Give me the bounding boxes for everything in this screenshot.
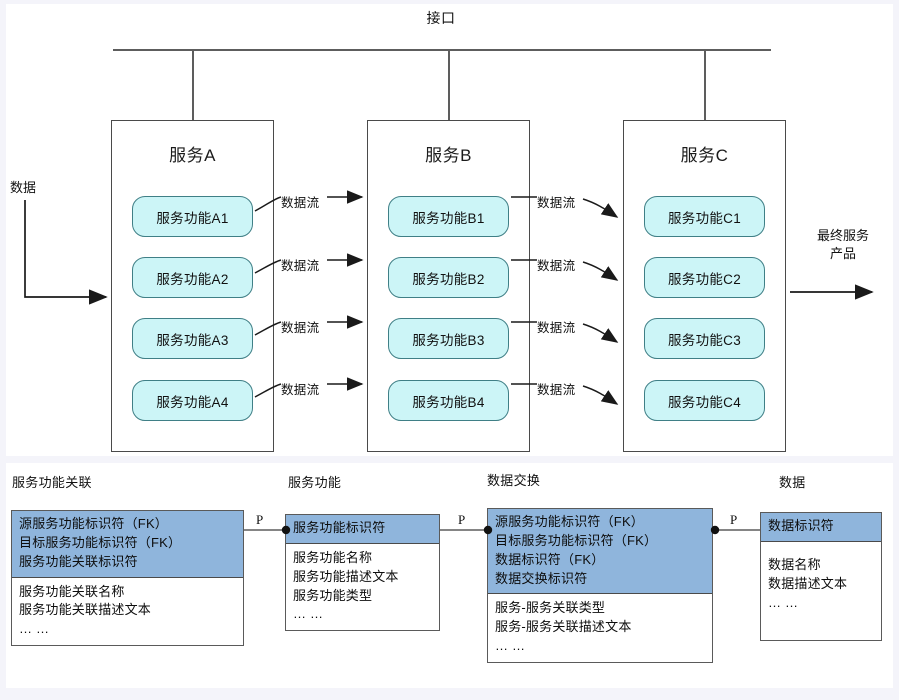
entity-1-key-2: 服务功能关联标识符	[19, 553, 138, 569]
entity-4-key-section: 数据标识符	[761, 513, 881, 542]
service-function-b2-label: 服务功能B2	[412, 271, 485, 287]
service-c-title: 服务C	[680, 146, 729, 165]
output-product-label-line2: 产品	[829, 246, 856, 261]
entity-4-attr-2: … …	[768, 594, 799, 610]
entity-3-attr-section: 服务-服务关联类型 服务-服务关联描述文本 … …	[488, 594, 712, 662]
entity-service-function[interactable]: 服务功能标识符 服务功能名称 服务功能描述文本 服务功能类型 … …	[285, 514, 440, 632]
entity-1-key-1: 目标服务功能标识符（FK）	[19, 534, 182, 550]
output-product-label-line1: 最终服务	[816, 228, 869, 243]
flow-label-ab-3: 数据流	[281, 321, 320, 335]
entity-1-attr-2: … …	[19, 621, 50, 637]
input-data-label: 数据	[10, 180, 37, 195]
flow-label-bc-3: 数据流	[537, 321, 576, 335]
entity-4-attr-section: 数据名称 数据描述文本 … …	[761, 542, 881, 641]
service-function-c2[interactable]: 服务功能C2	[644, 257, 765, 298]
entity-2-attr-section: 服务功能名称 服务功能描述文本 服务功能类型 … …	[286, 544, 439, 630]
service-function-a1-label: 服务功能A1	[156, 210, 229, 226]
entity-3-attr-1: 服务-服务关联描述文本	[495, 619, 632, 635]
service-function-a2-label: 服务功能A2	[156, 271, 229, 287]
entity-2-key-section: 服务功能标识符	[286, 515, 439, 544]
interface-drop-line-b	[448, 49, 450, 120]
entity-data-exchange[interactable]: 源服务功能标识符（FK） 目标服务功能标识符（FK） 数据标识符（FK） 数据交…	[487, 508, 713, 663]
interface-bus-line	[113, 49, 771, 51]
service-function-a3-label: 服务功能A3	[156, 332, 229, 348]
entity-3-key-3: 数据交换标识符	[495, 570, 588, 586]
interface-label: 接口	[426, 10, 456, 26]
entity-2-attr-0: 服务功能名称	[293, 549, 373, 565]
entity-1-key-0: 源服务功能标识符（FK）	[19, 516, 169, 531]
relation-marker-p-3: P	[730, 512, 738, 527]
relation-marker-p-1: P	[256, 512, 264, 527]
entity-title-data-exchange: 数据交换	[487, 473, 541, 488]
entity-3-attr-2: … …	[495, 638, 526, 654]
service-b-title: 服务B	[425, 146, 472, 165]
relation-marker-p-2: P	[458, 512, 466, 527]
entity-2-attr-1: 服务功能描述文本	[293, 568, 399, 584]
entity-3-key-1: 目标服务功能标识符（FK）	[495, 532, 658, 548]
service-a-title: 服务A	[169, 146, 216, 165]
service-function-b1-label: 服务功能B1	[412, 210, 485, 226]
entity-2-attr-2: 服务功能类型	[293, 587, 373, 603]
flow-label-ab-4: 数据流	[281, 383, 320, 397]
service-function-b3-label: 服务功能B3	[412, 332, 485, 348]
flow-label-ab-2: 数据流	[281, 259, 320, 273]
service-function-b2[interactable]: 服务功能B2	[388, 257, 509, 298]
entity-3-attr-0: 服务-服务关联类型	[495, 600, 606, 616]
service-function-c4[interactable]: 服务功能C4	[644, 380, 765, 421]
service-function-b4[interactable]: 服务功能B4	[388, 380, 509, 421]
entity-1-attr-0: 服务功能关联名称	[19, 583, 125, 599]
entity-4-attr-1: 数据描述文本	[768, 575, 848, 591]
entity-3-key-2: 数据标识符（FK）	[495, 551, 605, 567]
entity-4-attr-0: 数据名称	[768, 556, 821, 572]
entity-title-service-function-assoc: 服务功能关联	[12, 475, 92, 490]
interface-drop-line-c	[704, 49, 706, 120]
service-function-c1[interactable]: 服务功能C1	[644, 196, 765, 237]
interface-drop-line-a	[192, 49, 194, 120]
service-function-c4-label: 服务功能C4	[667, 394, 742, 410]
service-function-b4-label: 服务功能B4	[412, 394, 485, 410]
entity-title-data: 数据	[779, 475, 806, 490]
entity-3-key-section: 源服务功能标识符（FK） 目标服务功能标识符（FK） 数据标识符（FK） 数据交…	[488, 509, 712, 595]
entity-3-key-0: 源服务功能标识符（FK）	[495, 514, 645, 529]
flow-label-bc-2: 数据流	[537, 259, 576, 273]
service-function-a4[interactable]: 服务功能A4	[132, 380, 253, 421]
service-function-a2[interactable]: 服务功能A2	[132, 257, 253, 298]
flow-label-bc-4: 数据流	[537, 383, 576, 397]
entity-1-key-section: 源服务功能标识符（FK） 目标服务功能标识符（FK） 服务功能关联标识符	[12, 511, 243, 578]
service-function-c3[interactable]: 服务功能C3	[644, 318, 765, 359]
entity-data[interactable]: 数据标识符 数据名称 数据描述文本 … …	[760, 512, 882, 642]
service-function-c1-label: 服务功能C1	[667, 210, 742, 226]
flow-label-ab-1: 数据流	[281, 196, 320, 210]
service-function-a4-label: 服务功能A4	[156, 394, 229, 410]
entity-4-key-0: 数据标识符	[768, 518, 835, 533]
entity-2-key-0: 服务功能标识符	[293, 520, 386, 535]
service-function-c3-label: 服务功能C3	[667, 332, 742, 348]
entity-1-attr-1: 服务功能关联描述文本	[19, 602, 152, 618]
service-function-b1[interactable]: 服务功能B1	[388, 196, 509, 237]
service-function-c2-label: 服务功能C2	[667, 271, 742, 287]
service-function-a1[interactable]: 服务功能A1	[132, 196, 253, 237]
entity-title-service-function: 服务功能	[288, 475, 342, 490]
flow-label-bc-1: 数据流	[537, 196, 576, 210]
entity-2-attr-3: … …	[293, 606, 324, 622]
service-function-a3[interactable]: 服务功能A3	[132, 318, 253, 359]
entity-1-attr-section: 服务功能关联名称 服务功能关联描述文本 … …	[12, 578, 243, 646]
entity-service-function-assoc[interactable]: 源服务功能标识符（FK） 目标服务功能标识符（FK） 服务功能关联标识符 服务功…	[11, 510, 244, 647]
service-function-b3[interactable]: 服务功能B3	[388, 318, 509, 359]
